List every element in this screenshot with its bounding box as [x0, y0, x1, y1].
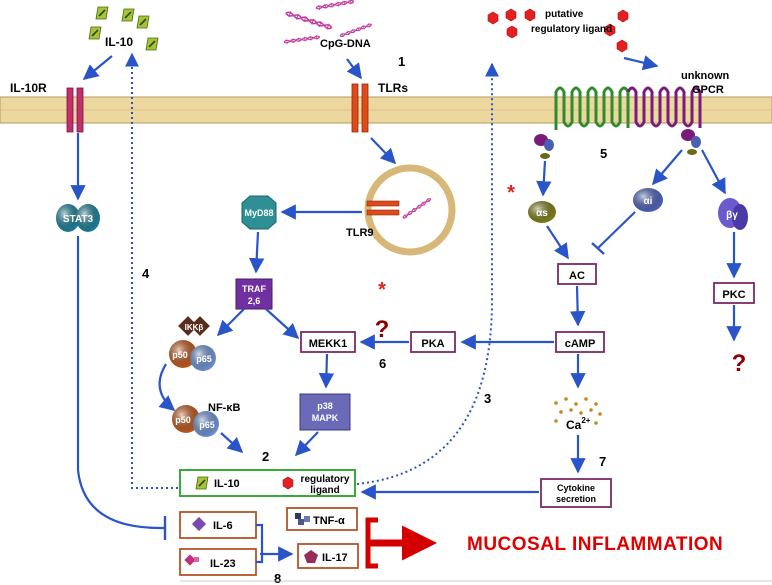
alpha-i-label: αi — [644, 196, 653, 207]
pka-box — [410, 331, 456, 353]
g-protein-icon — [534, 134, 554, 159]
tlr-receptor — [351, 83, 369, 133]
pentagon-icon — [304, 550, 318, 563]
ac-label: AC — [569, 270, 585, 282]
step-number-8: 8 — [274, 571, 281, 585]
inflammation-bracket — [365, 517, 378, 569]
p38-label-1: p38 — [317, 401, 333, 411]
step-number-2: 2 — [262, 449, 269, 464]
ac-box — [557, 263, 597, 285]
il23-label: IL-23 — [210, 558, 236, 570]
gpcr-receptor-icon — [626, 86, 702, 128]
traf-label-2: 2,6 — [248, 296, 261, 306]
question-mark-mekk1: ? — [375, 316, 390, 343]
regulatory-ligand-hexagon-icon — [282, 476, 294, 490]
tnfa-label: TNF-α — [313, 515, 345, 527]
diamond-icon — [191, 516, 207, 532]
nfkb-label: NF-κB — [208, 402, 240, 414]
cytokine-label-1: Cytokine — [557, 483, 595, 493]
il17-label: IL-17 — [322, 552, 348, 564]
gpcr-receptor-icon — [554, 86, 630, 130]
p38-label-2: MAPK — [312, 413, 339, 423]
box-il10-label: IL-10 — [214, 478, 240, 490]
mekk1-box — [300, 331, 356, 353]
step-number-3: 3 — [484, 391, 491, 406]
tlrs-label: TLRs — [378, 81, 408, 95]
mekk1-label: MEKK1 — [309, 338, 348, 350]
p50-label: p50 — [172, 350, 188, 360]
il10-feedback-arrow — [125, 52, 178, 489]
calcium-label: Ca2+ — [566, 416, 591, 432]
mucosal-inflammation-label: MUCOSAL INFLAMMATION — [467, 534, 723, 555]
cytokine-secretion-box — [540, 478, 612, 508]
ligand-feedback-arrow — [356, 62, 499, 485]
p50-label-lower: p50 — [175, 415, 191, 425]
pka-label: PKA — [421, 338, 444, 350]
tnfa-trimer-icon — [295, 513, 310, 525]
il10-label: IL-10 — [105, 35, 133, 49]
il10-molecule-icon — [195, 476, 209, 490]
myd88-node — [241, 195, 277, 230]
pkc-label: PKC — [722, 289, 745, 301]
tnfa-box — [286, 507, 358, 531]
box-regulatory-label-2: ligand — [310, 485, 339, 496]
il23-dimer-icon — [184, 554, 199, 566]
pathway-arrows — [70, 55, 742, 564]
traf-label-1: TRAF — [242, 284, 266, 294]
asterisk-icon: * — [507, 182, 515, 204]
il10-regulatory-ligand-box — [179, 469, 356, 497]
tlr9-receptor — [366, 200, 400, 216]
camp-box — [555, 331, 605, 353]
camp-label: cAMP — [565, 338, 596, 350]
box-regulatory-label-1: regulatory — [301, 474, 350, 485]
step-number-4: 4 — [142, 266, 150, 281]
alpha-i-inhibition-line — [597, 211, 636, 249]
traf-node — [235, 278, 273, 310]
unknown-gpcr-label-1: unknown — [681, 70, 730, 82]
p38-mapk-node — [299, 393, 351, 431]
nfkb-complex-upper — [169, 340, 216, 371]
step-number-5: 5 — [600, 146, 607, 161]
question-mark-pkc: ? — [732, 350, 747, 377]
step-number-1: 1 — [398, 54, 405, 69]
pkc-box — [713, 282, 755, 304]
ikkb-label: IKKβ — [185, 323, 204, 332]
il6-box — [179, 511, 257, 539]
alpha-i-inhibition-bar — [591, 242, 605, 255]
unknown-gpcr-label-2: GPCR — [692, 84, 724, 96]
p65-label-lower: p65 — [199, 420, 215, 430]
il10r-receptor — [66, 87, 84, 133]
g-protein-icon — [681, 129, 701, 155]
il10r-label: IL-10R — [10, 81, 47, 95]
putative-ligand-label-1: putative — [545, 9, 584, 20]
putative-ligand-label-2: regulatory ligand — [531, 24, 612, 35]
beta-gamma-label: βγ — [726, 210, 738, 221]
cpg-dna-label: CpG-DNA — [320, 38, 371, 50]
step-number-6: 6 — [379, 356, 386, 371]
tlr9-label: TLR9 — [346, 227, 374, 239]
il6-label: IL-6 — [213, 520, 233, 532]
stat3-label: STAT3 — [63, 214, 94, 225]
nfkb-complex-lower — [172, 405, 219, 437]
asterisk-icon: * — [378, 279, 386, 301]
myd88-label: MyD88 — [244, 208, 273, 218]
p65-label: p65 — [196, 354, 212, 364]
stat3-node — [56, 204, 100, 232]
ikk-complex — [178, 316, 210, 336]
calcium-dots-icon — [554, 397, 602, 425]
step-number-7: 7 — [599, 454, 606, 469]
beta-gamma-node — [718, 198, 748, 230]
cytokine-label-2: secretion — [556, 494, 596, 504]
alpha-s-label: αs — [536, 208, 548, 219]
